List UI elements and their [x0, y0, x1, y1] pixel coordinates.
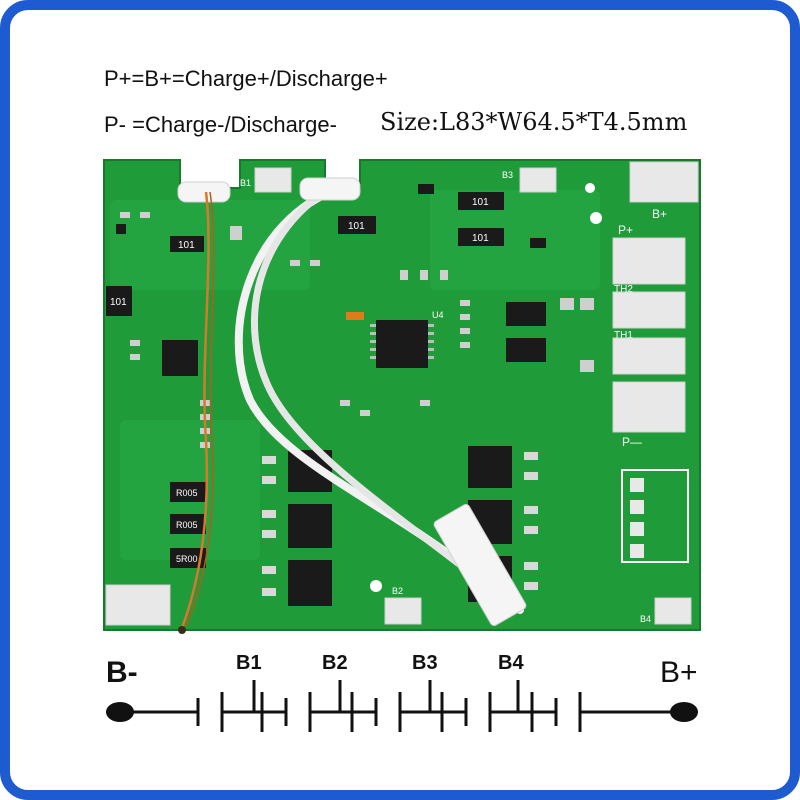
- cell-label-b4: B4: [498, 652, 524, 674]
- temp-sensor-body: [433, 504, 527, 626]
- right-pads: [612, 161, 699, 433]
- wire-clip: [177, 181, 231, 203]
- silk-b2: B2: [392, 586, 403, 596]
- terminal-b-minus-dot: [106, 702, 134, 722]
- pad-th2: [612, 291, 686, 329]
- r101-d: 101: [472, 233, 489, 244]
- pad-b-minus: [105, 584, 171, 626]
- orange-wire: [180, 191, 210, 629]
- silk-th2: TH2: [614, 284, 633, 295]
- r101-b: 101: [348, 221, 365, 232]
- white-wire-2: [251, 184, 484, 584]
- ic-u4: [376, 320, 428, 368]
- label-b-minus: B-: [106, 656, 138, 689]
- ic-u4-pins: [370, 324, 434, 359]
- r101-c: 101: [472, 197, 489, 208]
- silk-b1: B1: [240, 178, 251, 188]
- size-label: Size:L83*W64.5*T4.5mm: [380, 108, 688, 136]
- orange-wire-2: [185, 191, 215, 627]
- r101-a: 101: [178, 240, 195, 251]
- diodes: [506, 302, 546, 362]
- cell-label-b2: B2: [322, 652, 348, 674]
- pad-b-plus: [629, 161, 699, 203]
- pad-p-minus: [612, 381, 686, 433]
- schematic: [120, 680, 684, 732]
- pad-b2: [384, 597, 422, 625]
- cell-label-b1: B1: [236, 652, 262, 674]
- silk-b-plus: B+: [652, 207, 667, 221]
- header-charge-minus: P- =Charge-/Discharge-: [104, 112, 337, 137]
- pad-b1: [254, 167, 292, 193]
- silk-th1: TH1: [614, 330, 633, 341]
- mosfet-pads: [262, 452, 538, 596]
- silk-p-plus: P+: [618, 223, 633, 237]
- rs1-label: R005: [176, 488, 198, 498]
- shunt-resistors: [170, 482, 206, 568]
- connector-pins: [630, 478, 644, 558]
- r101-e: 101: [110, 297, 127, 308]
- ic-h1: [162, 340, 198, 376]
- thermistor-tip: [178, 626, 186, 634]
- pad-th1: [612, 337, 686, 375]
- silk-p-minus: P—: [622, 435, 642, 449]
- terminal-b-plus-dot: [670, 702, 698, 722]
- pad-p-plus: [612, 237, 686, 285]
- rs3-label: 5R00: [176, 554, 198, 564]
- header-charge-plus: P+=B+=Charge+/Discharge+: [104, 66, 388, 91]
- label-b-plus: B+: [660, 656, 698, 689]
- cell-label-b3: B3: [412, 652, 438, 674]
- transistors: [116, 184, 546, 248]
- silk-b3: B3: [502, 170, 513, 180]
- wire-clip-2: [299, 177, 361, 201]
- pad-b3: [519, 167, 557, 193]
- connector-j1: [621, 469, 689, 563]
- silk-u4: U4: [432, 310, 444, 320]
- orange-component: [346, 312, 364, 320]
- silk-b4: B4: [640, 614, 651, 624]
- resistors-101: [106, 192, 504, 316]
- rs2-label: R005: [176, 520, 198, 530]
- pad-b4: [654, 597, 692, 625]
